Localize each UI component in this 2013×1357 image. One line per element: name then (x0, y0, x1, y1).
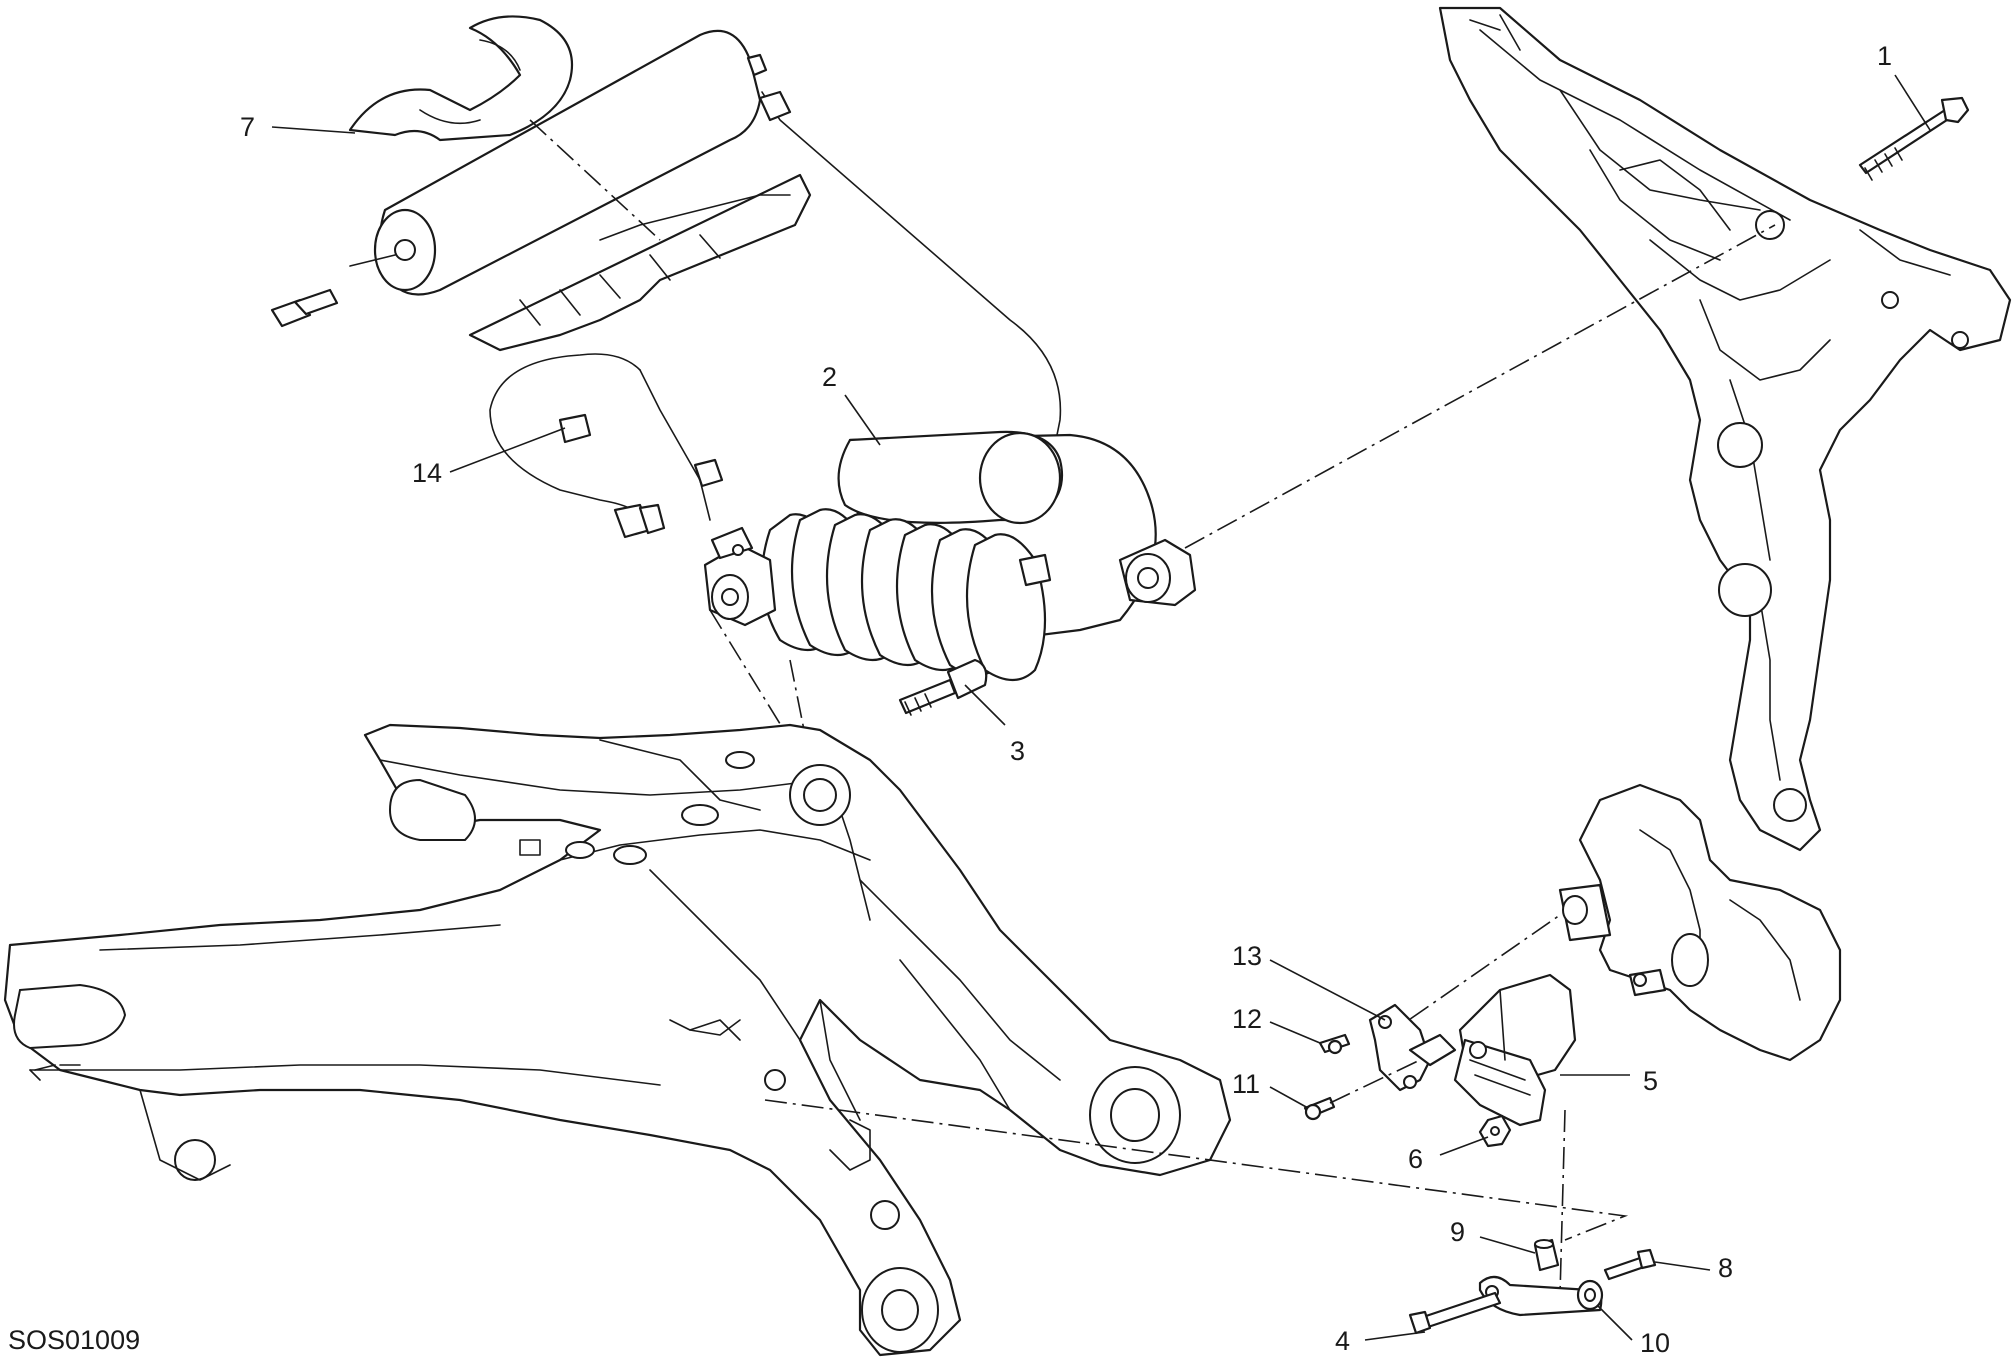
alignment-line-swingarm-linkage (764, 1099, 1629, 1241)
leader-6 (1439, 1136, 1489, 1156)
callout-7: 7 (240, 112, 255, 142)
bracket-part-13 (1368, 1003, 1457, 1092)
leader-3 (964, 684, 1006, 726)
leader-14 (449, 427, 566, 473)
leader-8 (1654, 1261, 1711, 1271)
washer-part-10 (1576, 1279, 1604, 1311)
callout-6: 6 (1408, 1144, 1423, 1174)
callout-4: 4 (1335, 1326, 1350, 1356)
alignment-line-shock-frame (1184, 224, 1776, 549)
callout-11: 11 (1232, 1069, 1260, 1099)
drawing-code: SOS01009 (8, 1325, 140, 1355)
frame-bracket (1438, 6, 2012, 852)
screw-part-12 (1318, 1033, 1351, 1055)
leader-10 (1596, 1304, 1633, 1341)
alignment-line-shock-swingarm-a (709, 609, 791, 741)
shock-absorber-2 (703, 430, 1197, 682)
nut-part-6 (1478, 1114, 1512, 1148)
leader-13 (1269, 959, 1386, 1021)
callout-5: 5 (1643, 1066, 1658, 1096)
callout-12: 12 (1232, 1004, 1262, 1034)
callout-9: 9 (1450, 1217, 1465, 1247)
leader-7 (271, 126, 356, 134)
bolt-part-1 (1858, 96, 1970, 181)
callout-leaders (271, 74, 1931, 1341)
alignment-line-7 (529, 119, 661, 241)
screw-part-11 (1303, 1096, 1336, 1121)
callout-14: 14 (412, 458, 442, 488)
callout-13: 13 (1232, 941, 1262, 971)
spacer-part-9 (1533, 1238, 1560, 1272)
leader-4 (1364, 1331, 1426, 1341)
alignment-line-sensor-linkage (1559, 1109, 1566, 1296)
reservoir-cover-7 (348, 15, 574, 142)
bolt-part-3 (898, 658, 988, 716)
brake-caliper-bracket (1558, 783, 1842, 1062)
callout-3: 3 (1010, 736, 1025, 766)
shock-reservoir (270, 29, 768, 328)
swingarm (3, 723, 1232, 1357)
callout-1: 1 (1877, 41, 1892, 71)
leader-12 (1269, 1021, 1321, 1044)
bolt-part-8 (1603, 1248, 1657, 1281)
callout-8: 8 (1718, 1253, 1733, 1283)
leader-9 (1479, 1236, 1536, 1254)
linkage-sensor-5 (1453, 973, 1577, 1127)
leader-11 (1269, 1086, 1309, 1109)
leader-2 (844, 394, 881, 446)
callout-10: 10 (1640, 1328, 1670, 1357)
chain-guard-shield (468, 173, 812, 352)
callout-2: 2 (822, 362, 837, 392)
alignment-line-11 (1329, 1059, 1421, 1104)
bolt-part-4 (1408, 1291, 1502, 1335)
callout-labels: 1 2 3 4 5 6 7 8 9 10 11 12 13 14 (240, 41, 1892, 1357)
hose-fitting (758, 90, 792, 122)
sensor-cable-14 (489, 353, 724, 539)
leader-1 (1894, 74, 1931, 131)
